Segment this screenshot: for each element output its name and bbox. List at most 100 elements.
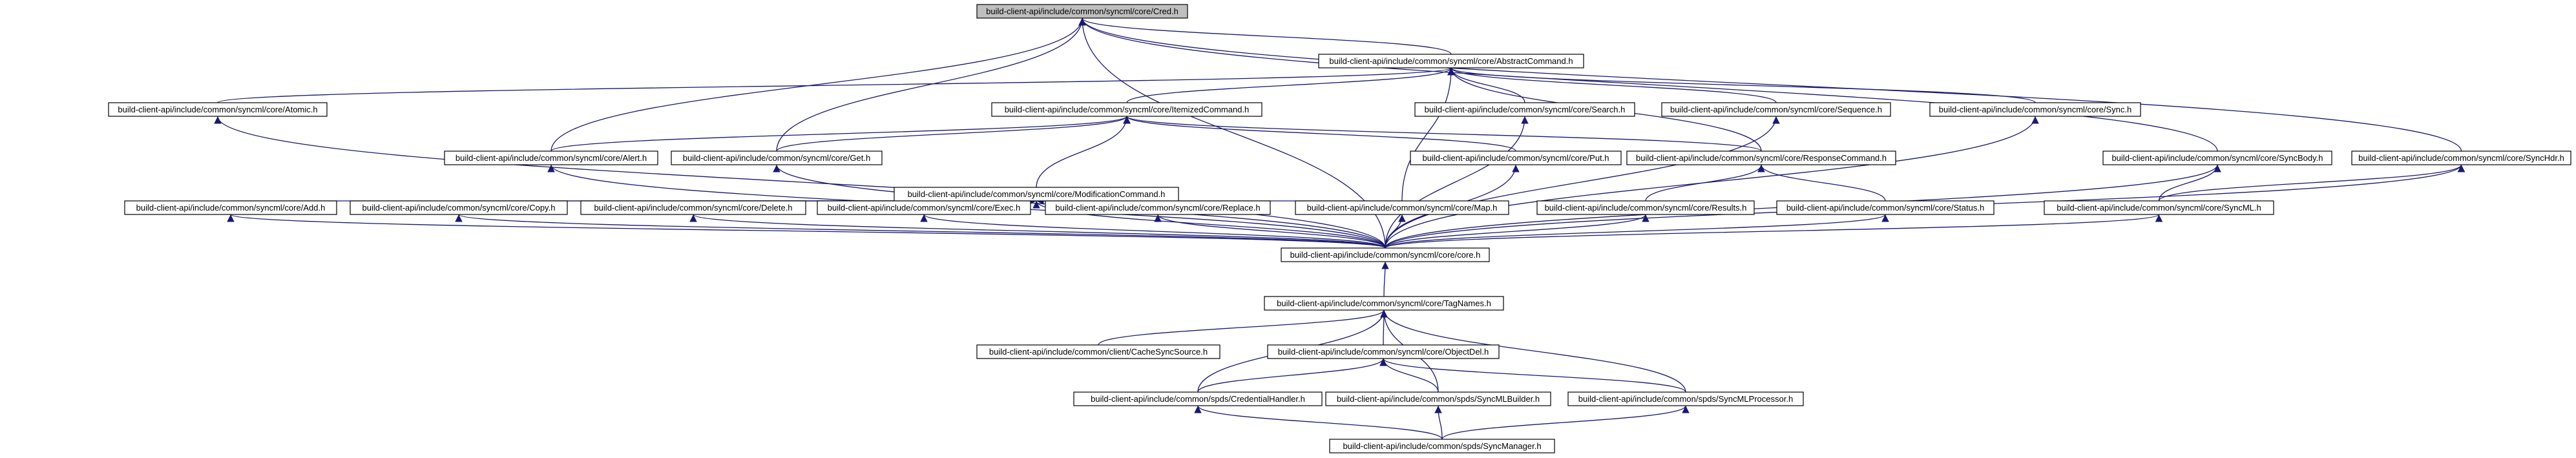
node-box-objectdel — [1267, 344, 1500, 359]
edge-syncmlprocessor-to-objectdel — [1379, 358, 1686, 393]
edge-credentialhandler-to-objectdel — [1197, 358, 1387, 393]
node-label-atomic: build-client-api/include/common/syncml/c… — [118, 105, 317, 114]
edge-status-to-responsecommand — [1757, 164, 1886, 202]
node-box-atomic — [108, 102, 328, 117]
node-label-credentialhandler: build-client-api/include/common/spds/Cre… — [1091, 394, 1305, 404]
node-itemizedcommand[interactable]: build-client-api/include/common/syncml/c… — [991, 102, 1262, 117]
node-cachesyncsource[interactable]: build-client-api/include/common/client/C… — [976, 344, 1220, 359]
node-label-alert: build-client-api/include/common/syncml/c… — [456, 153, 647, 163]
node-label-tagnames: build-client-api/include/common/syncml/c… — [1277, 298, 1491, 308]
edge-core-to-replace — [1154, 214, 1386, 249]
node-alert[interactable]: build-client-api/include/common/syncml/c… — [444, 151, 658, 165]
edge-map-to-abstractcommand — [1401, 67, 1455, 202]
node-box-tagnames — [1264, 296, 1504, 311]
node-exec[interactable]: build-client-api/include/common/syncml/c… — [817, 200, 1031, 215]
node-box-itemizedcommand — [991, 102, 1262, 117]
node-label-replace: build-client-api/include/common/syncml/c… — [1055, 203, 1260, 213]
edge-get-to-cred — [776, 17, 1086, 152]
node-cred[interactable]: build-client-api/include/common/syncml/c… — [976, 4, 1188, 19]
node-box-syncml — [2044, 200, 2274, 215]
edge-core-to-status — [1385, 214, 1889, 249]
edge-core-to-delete — [689, 214, 1386, 249]
node-box-get — [671, 151, 883, 165]
node-syncml[interactable]: build-client-api/include/common/syncml/c… — [2044, 200, 2274, 215]
node-credentialhandler[interactable]: build-client-api/include/common/spds/Cre… — [1073, 391, 1323, 406]
node-box-sequence — [1661, 102, 1891, 117]
node-label-search: build-client-api/include/common/syncml/c… — [1425, 105, 1626, 114]
node-label-status: build-client-api/include/common/syncml/c… — [1786, 203, 1984, 213]
edge-core-to-sequence — [1385, 116, 1780, 249]
edge-core-to-exec — [920, 214, 1386, 249]
node-put[interactable]: build-client-api/include/common/syncml/c… — [1410, 151, 1622, 165]
node-box-credentialhandler — [1073, 391, 1323, 406]
node-replace[interactable]: build-client-api/include/common/syncml/c… — [1045, 200, 1271, 215]
edge-syncmlbuilder-to-objectdel — [1379, 358, 1439, 393]
node-add[interactable]: build-client-api/include/common/syncml/c… — [124, 200, 337, 215]
edge-syncmlprocessor-to-tagnames — [1380, 309, 1686, 393]
node-box-cred — [976, 4, 1188, 19]
node-syncbody[interactable]: build-client-api/include/common/syncml/c… — [2102, 151, 2332, 165]
node-map[interactable]: build-client-api/include/common/syncml/c… — [1295, 200, 1509, 215]
node-copy[interactable]: build-client-api/include/common/syncml/c… — [350, 200, 568, 215]
node-box-modificationcommand — [894, 187, 1179, 202]
node-box-sync — [1929, 102, 2141, 117]
edge-core-to-results — [1385, 214, 1649, 249]
node-label-abstractcommand: build-client-api/include/common/syncml/c… — [1329, 56, 1573, 66]
edge-itemizedcommand-to-abstractcommand — [1126, 67, 1455, 103]
node-box-syncmanager — [1329, 439, 1555, 453]
edge-tagnames-to-core — [1381, 261, 1389, 297]
edge-cachesyncsource-to-tagnames — [1098, 309, 1388, 346]
node-label-syncbody: build-client-api/include/common/syncml/c… — [2111, 153, 2323, 163]
edge-syncmanager-to-syncmlprocessor — [1441, 405, 1690, 440]
node-syncmanager[interactable]: build-client-api/include/common/spds/Syn… — [1329, 439, 1555, 453]
node-label-results: build-client-api/include/common/syncml/c… — [1545, 203, 1747, 213]
edge-modificationcommand-to-itemizedcommand — [1036, 116, 1131, 188]
node-status[interactable]: build-client-api/include/common/syncml/c… — [1776, 200, 1995, 215]
node-box-results — [1536, 200, 1755, 215]
edge-atomic-to-abstractcommand — [217, 67, 1455, 103]
node-results[interactable]: build-client-api/include/common/syncml/c… — [1536, 200, 1755, 215]
node-box-syncmlprocessor — [1567, 391, 1804, 406]
node-label-cred: build-client-api/include/common/syncml/c… — [986, 6, 1178, 16]
edge-sequence-to-abstractcommand — [1447, 67, 1777, 103]
node-label-delete: build-client-api/include/common/syncml/c… — [594, 203, 792, 213]
node-synchdr[interactable]: build-client-api/include/common/syncml/c… — [2351, 151, 2571, 165]
node-box-syncmlbuilder — [1325, 391, 1551, 406]
node-get[interactable]: build-client-api/include/common/syncml/c… — [671, 151, 883, 165]
node-box-add — [124, 200, 337, 215]
node-sequence[interactable]: build-client-api/include/common/syncml/c… — [1661, 102, 1891, 117]
node-atomic[interactable]: build-client-api/include/common/syncml/c… — [108, 102, 328, 117]
node-label-map: build-client-api/include/common/syncml/c… — [1307, 203, 1498, 213]
node-delete[interactable]: build-client-api/include/common/syncml/c… — [580, 200, 806, 215]
node-sync[interactable]: build-client-api/include/common/syncml/c… — [1929, 102, 2141, 117]
node-box-delete — [580, 200, 806, 215]
node-label-syncml: build-client-api/include/common/syncml/c… — [2057, 203, 2261, 213]
edge-core-to-syncml — [1385, 214, 2162, 249]
node-label-syncmanager: build-client-api/include/common/spds/Syn… — [1343, 441, 1541, 451]
node-box-abstractcommand — [1318, 54, 1584, 68]
edge-core-to-sync — [1385, 116, 2039, 249]
edge-core-to-search — [1385, 116, 1529, 249]
node-label-cachesyncsource: build-client-api/include/common/client/C… — [989, 347, 1208, 357]
node-box-status — [1776, 200, 1995, 215]
node-core[interactable]: build-client-api/include/common/syncml/c… — [1281, 247, 1490, 262]
node-tagnames[interactable]: build-client-api/include/common/syncml/c… — [1264, 296, 1504, 311]
node-responsecommand[interactable]: build-client-api/include/common/syncml/c… — [1626, 151, 1896, 165]
edge-responsecommand-to-itemizedcommand — [1123, 116, 1762, 152]
node-modificationcommand[interactable]: build-client-api/include/common/syncml/c… — [894, 187, 1179, 202]
node-box-syncbody — [2102, 151, 2332, 165]
node-label-sync: build-client-api/include/common/syncml/c… — [1939, 105, 2131, 114]
node-box-synchdr — [2351, 151, 2571, 165]
node-box-core — [1281, 247, 1490, 262]
node-syncmlbuilder[interactable]: build-client-api/include/common/spds/Syn… — [1325, 391, 1551, 406]
node-abstractcommand[interactable]: build-client-api/include/common/syncml/c… — [1318, 54, 1584, 68]
node-label-copy: build-client-api/include/common/syncml/c… — [362, 203, 556, 213]
node-syncmlprocessor[interactable]: build-client-api/include/common/spds/Syn… — [1567, 391, 1804, 406]
edge-core-to-map — [1385, 214, 1406, 249]
edge-syncmanager-to-credentialhandler — [1194, 405, 1443, 440]
node-search[interactable]: build-client-api/include/common/syncml/c… — [1414, 102, 1635, 117]
node-label-synchdr: build-client-api/include/common/syncml/c… — [2358, 153, 2564, 163]
node-objectdel[interactable]: build-client-api/include/common/syncml/c… — [1267, 344, 1500, 359]
edge-core-to-atomic — [214, 116, 1386, 249]
